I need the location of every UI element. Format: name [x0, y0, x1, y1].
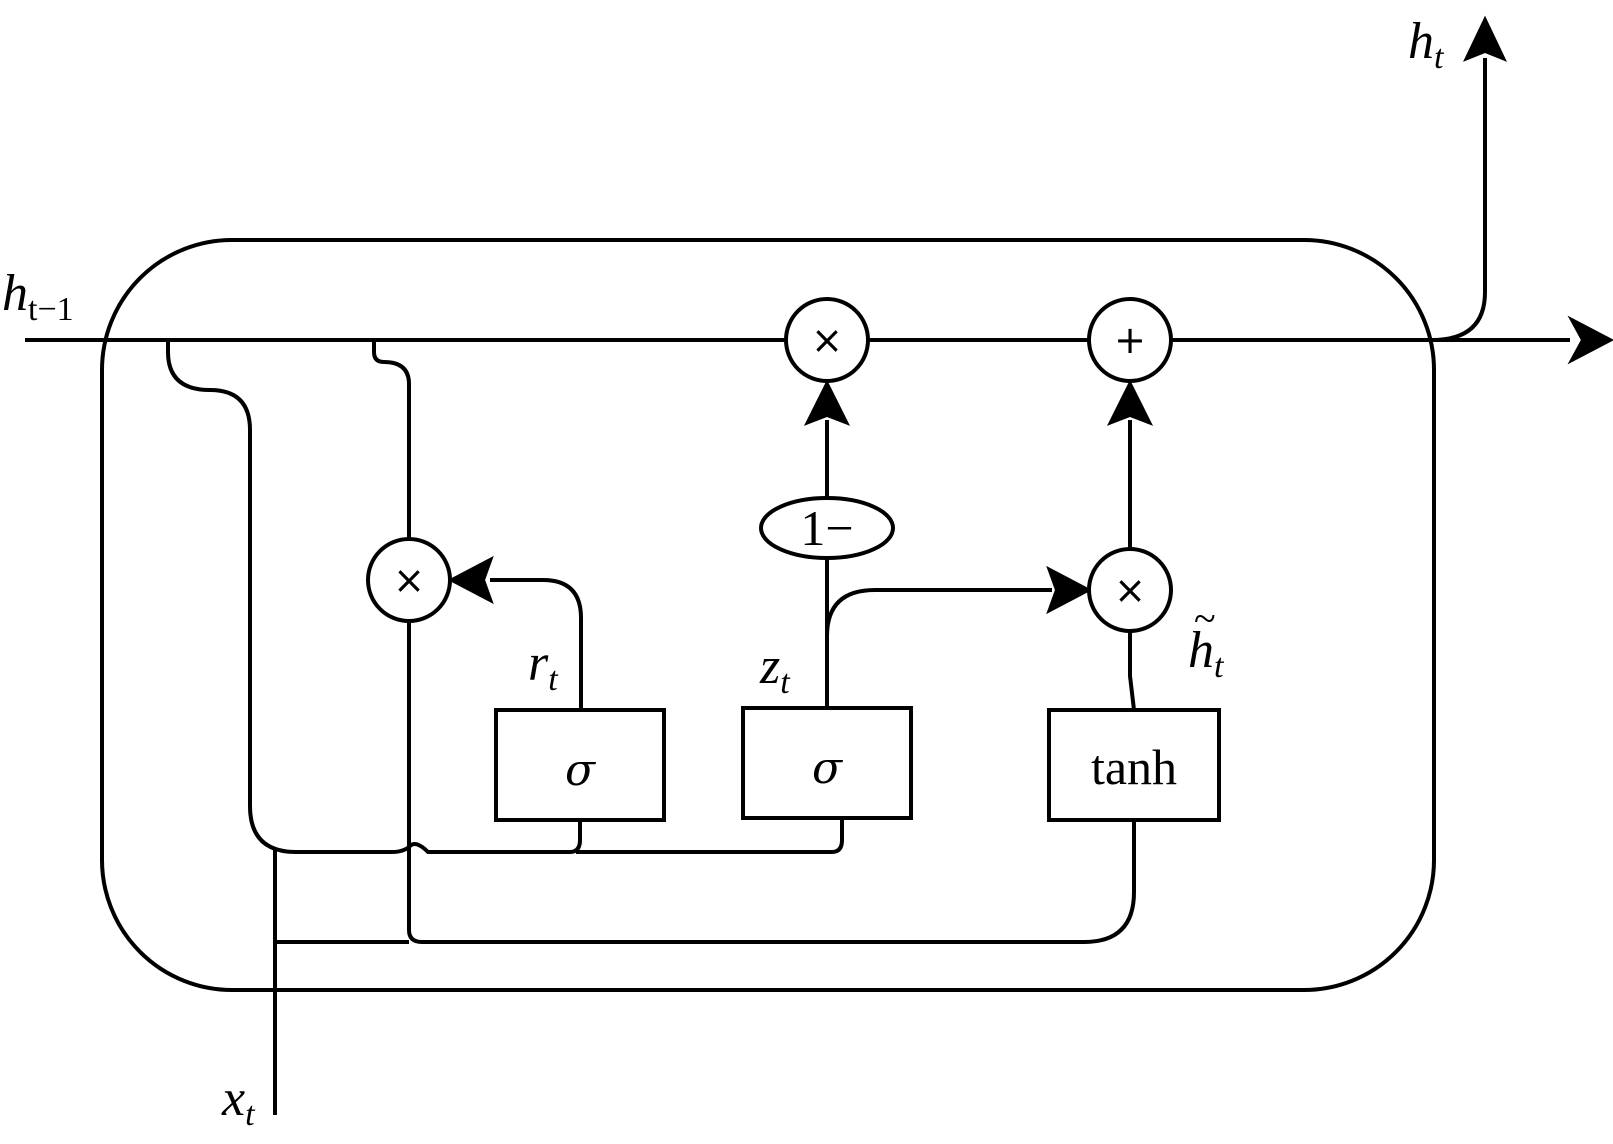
update-gate-sigma: σ	[812, 743, 844, 794]
update-gate-box	[741, 706, 913, 820]
candidate-multiply-symbol: ×	[1114, 568, 1146, 612]
hprev-to-gates-line	[166, 340, 582, 854]
output-hidden-label: ht	[1408, 13, 1445, 76]
add-node	[1087, 297, 1173, 383]
tanh-to-candidate-mult-line	[1128, 630, 1136, 711]
reset-gate-arrowhead	[447, 555, 494, 605]
one-minus-arrowhead	[803, 379, 851, 426]
reset-gate-output-line	[490, 578, 583, 708]
candidate-multiply-node	[1087, 547, 1173, 633]
candidate-tanh-label: tanh	[1091, 739, 1177, 795]
output-branch-line	[1431, 58, 1487, 342]
candidate-tanh-box	[1047, 708, 1221, 822]
candidate-mult-arrowhead	[1106, 379, 1154, 426]
hidden-state-arrowhead	[1567, 315, 1613, 365]
update-gate-to-candidate-mult-line	[825, 588, 1052, 637]
add-symbol: +	[1114, 318, 1146, 362]
reset-gate-box	[494, 708, 666, 822]
hprev-to-update-gate-line	[576, 820, 844, 854]
one-minus-label: 1−	[800, 500, 853, 556]
reset-gate-label: rt	[528, 635, 559, 698]
candidate-tilde: ~	[1194, 596, 1216, 641]
reset-multiply-node	[366, 537, 452, 623]
reset-gate-sigma: σ	[565, 745, 597, 796]
reset-multiply-symbol: ×	[393, 558, 425, 602]
one-minus-node	[759, 496, 895, 560]
input-x-label: xt	[221, 1070, 256, 1133]
update-gate-label: zt	[759, 638, 791, 701]
update-gate-arrowhead	[1046, 565, 1093, 615]
reset-mult-to-tanh-line	[407, 620, 1136, 944]
hprev-to-reset-mult-line	[372, 340, 411, 538]
output-arrowhead	[1462, 15, 1508, 62]
candidate-label: ht	[1188, 622, 1225, 685]
update-multiply-symbol: ×	[811, 318, 843, 362]
input-hidden-label: ht−1	[2, 265, 74, 328]
cell-boundary	[100, 238, 1436, 992]
update-multiply-node	[784, 297, 870, 383]
